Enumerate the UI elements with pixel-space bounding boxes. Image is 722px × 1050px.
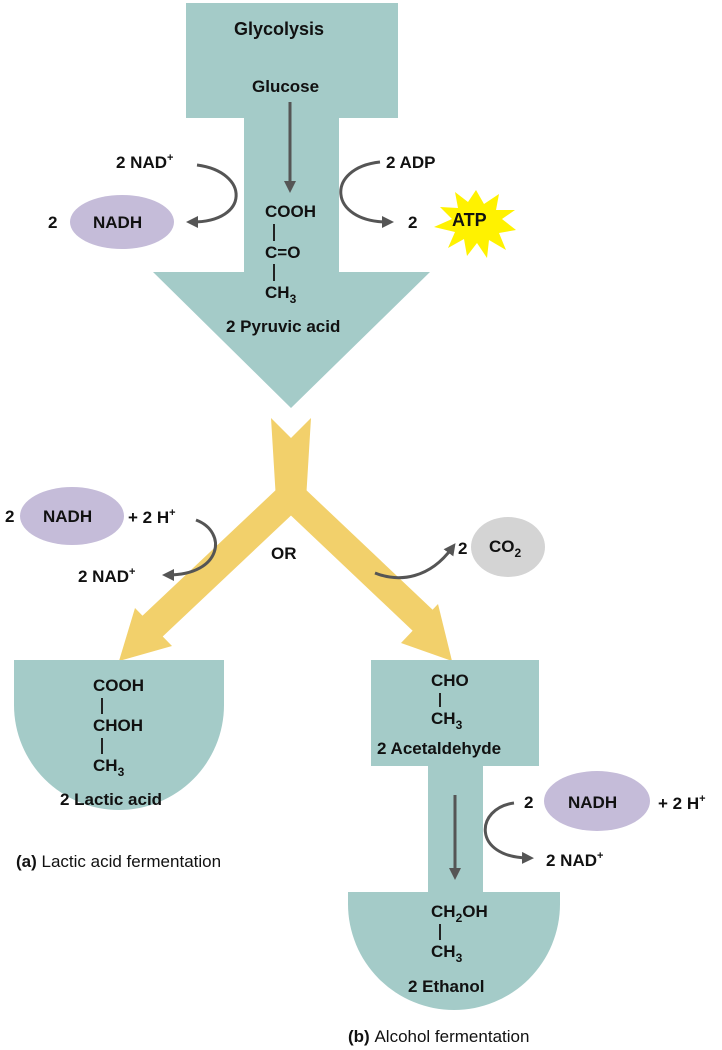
acetaldehyde-line-1: CHO: [431, 671, 469, 690]
ethanol-bond: [439, 924, 441, 940]
nadh-oval-glycolysis: [70, 195, 174, 249]
acetaldehyde-box: [371, 660, 539, 766]
caption-a: (a) Lactic acid fermentation: [16, 852, 222, 871]
adp-to-atp-arrow: [339, 160, 394, 228]
pyruvate-bond-1: [273, 224, 275, 241]
acetaldehyde-bond: [439, 693, 441, 707]
h-plus-label-lactic: + 2 H+: [128, 507, 176, 527]
ethanol-label: 2 Ethanol: [408, 977, 485, 996]
nadh-to-nad-arrow-ethanol: [483, 801, 534, 864]
ethanol-line-1: CH2OH: [431, 902, 488, 925]
branch-arrow-right-head: [401, 604, 452, 661]
split-arrow-stem: [271, 418, 311, 500]
nadh-coefficient-ethanol: 2: [524, 793, 534, 812]
co2-label: CO2: [489, 537, 522, 560]
caption-b: (b) Alcohol fermentation: [348, 1027, 530, 1046]
branch-arrow-left-head: [119, 608, 172, 661]
glycolysis-title: Glycolysis: [234, 19, 325, 39]
pyruvate-line-1: COOH: [265, 202, 316, 221]
lactic-line-2: CHOH: [93, 716, 144, 735]
pyruvate-line-2: C=O: [265, 243, 301, 262]
adp-label: 2 ADP: [386, 153, 436, 172]
nadh-label-glycolysis: NADH: [93, 213, 143, 232]
nad-to-nadh-arrow: [186, 163, 238, 228]
atp-coefficient: 2: [408, 213, 418, 232]
lactic-acid-bowl: [14, 660, 224, 810]
or-label: OR: [271, 544, 297, 563]
lactic-acid-label: 2 Lactic acid: [60, 790, 163, 809]
branch-arrow-left: [139, 487, 299, 640]
ethanol-bowl: [348, 892, 560, 1010]
pyruvate-line-3: CH3: [265, 283, 297, 306]
lactic-line-1: COOH: [93, 676, 144, 695]
nadh-oval-lactic: [20, 487, 124, 545]
nad-plus-label-lactic: 2 NAD+: [78, 566, 136, 586]
nadh-label-lactic: NADH: [43, 507, 93, 526]
ethanol-line-2: CH3: [431, 942, 463, 965]
lactic-bond-2: [101, 738, 103, 754]
lactic-line-3: CH3: [93, 756, 125, 779]
nadh-coefficient-glycolysis: 2: [48, 213, 58, 232]
pyruvic-acid-label: 2 Pyruvic acid: [226, 317, 341, 336]
glucose-label: Glucose: [252, 77, 320, 96]
nadh-to-nad-arrow-lactic: [162, 518, 217, 581]
nadh-label-ethanol: NADH: [568, 793, 618, 812]
acetaldehyde-label: 2 Acetaldehyde: [377, 739, 502, 758]
atp-burst: [434, 190, 516, 258]
atp-label: ATP: [452, 210, 487, 230]
nad-plus-label-glycolysis: 2 NAD+: [116, 152, 174, 172]
nadh-coefficient-lactic: 2: [5, 507, 15, 526]
pyruvate-bond-2: [273, 264, 275, 281]
nad-plus-label-ethanol: 2 NAD+: [546, 850, 604, 870]
h-plus-label-ethanol: + 2 H+: [658, 793, 706, 813]
lactic-bond-1: [101, 698, 103, 714]
co2-coefficient: 2: [458, 539, 468, 558]
co2-oval: [471, 517, 545, 577]
nadh-oval-ethanol: [544, 771, 650, 831]
glycolysis-box: [153, 3, 430, 408]
co2-release-arrow: [374, 543, 456, 580]
branch-arrow-right: [283, 487, 435, 633]
acetaldehyde-line-2: CH3: [431, 709, 463, 732]
